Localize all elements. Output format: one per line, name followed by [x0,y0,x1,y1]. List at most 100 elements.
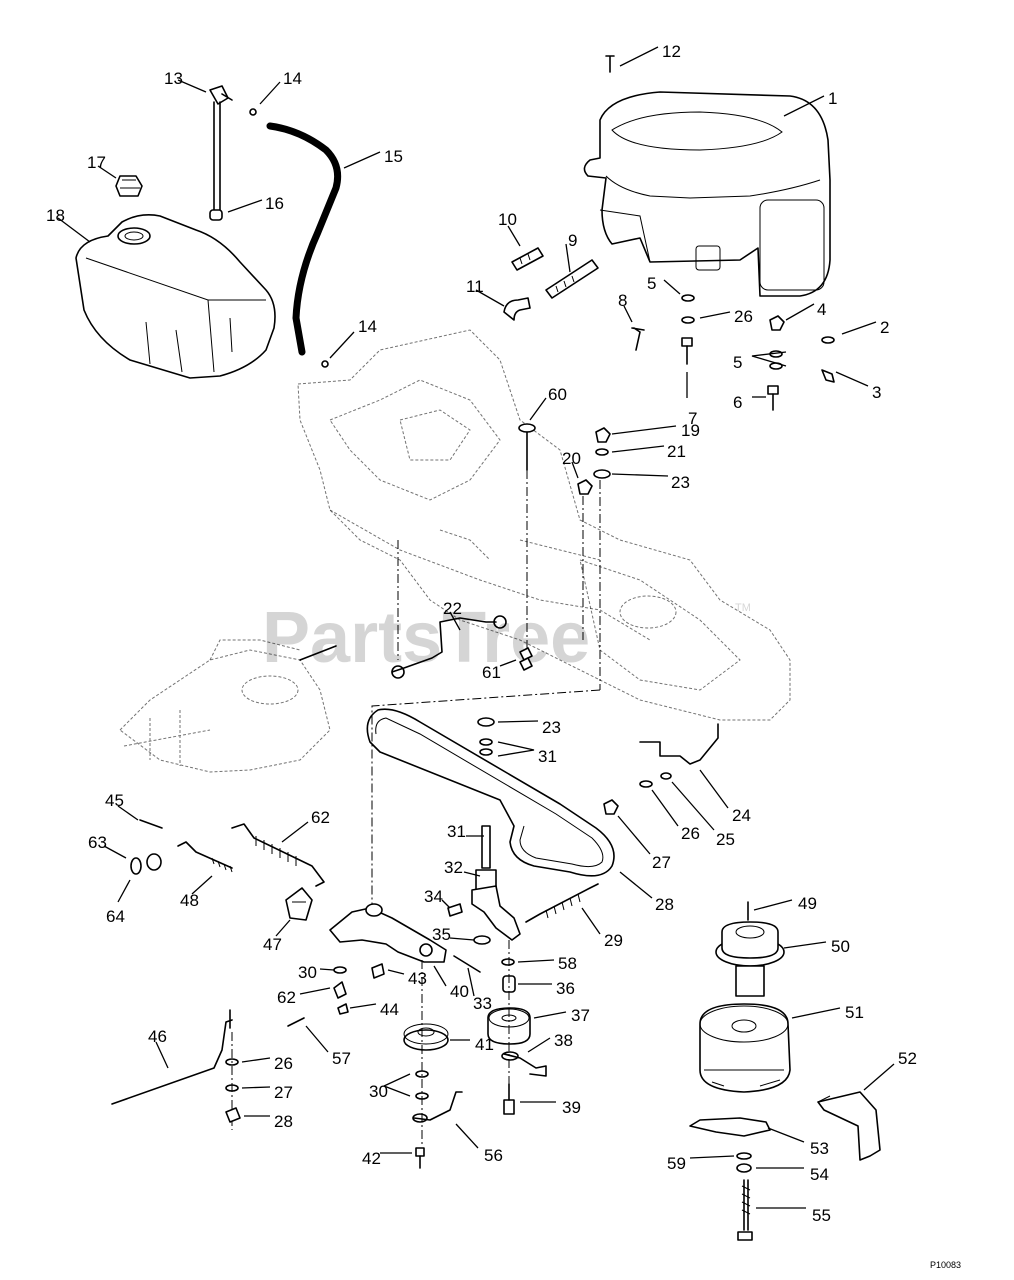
washer[interactable] [225,1058,239,1066]
drive-belt[interactable] [366,708,615,877]
pipe-nipple[interactable] [545,259,599,299]
fuel-line-clamp[interactable] [249,108,257,116]
callout-36: 36 [556,979,575,998]
engine-mount-bolt[interactable] [681,337,693,365]
idler-rod[interactable] [391,615,507,679]
idler-pivot-bracket[interactable] [471,825,521,941]
callout-16: 16 [265,194,284,213]
washer[interactable] [736,1152,752,1160]
tractor-frame [297,329,791,721]
callout-63: 63 [88,833,107,852]
flat-washer[interactable] [593,469,611,479]
callout-45: 45 [105,791,124,810]
callout-53: 53 [810,1139,829,1158]
nut[interactable] [769,315,785,331]
callout-17: 17 [87,153,106,172]
washer[interactable] [501,958,515,966]
bushing[interactable] [146,853,162,871]
bolt[interactable] [767,385,779,411]
short-pipe-nipple[interactable] [511,247,544,271]
callout-58: 58 [558,954,577,973]
callout-11: 11 [466,277,484,296]
washer[interactable] [225,1084,239,1092]
brake-rod[interactable] [639,723,719,765]
callout-34: 34 [424,887,443,906]
washer[interactable] [681,294,695,302]
screw[interactable] [821,369,835,383]
engine-pulley[interactable] [715,921,785,997]
pto-clutch[interactable] [699,1003,791,1093]
callout-28: 28 [274,1112,293,1131]
figure-reference: P10083 [930,1260,961,1270]
washer[interactable] [479,738,493,746]
nut[interactable] [595,427,611,443]
washer[interactable] [660,772,672,780]
cotter-pin[interactable] [287,1017,305,1027]
anti-rotation-strap[interactable] [689,1117,771,1137]
callout-18: 18 [46,206,65,225]
spring[interactable] [333,981,347,999]
callout-6: 6 [733,393,742,412]
washer[interactable] [130,857,142,875]
engine[interactable] [583,91,831,297]
callout-30: 30 [298,963,317,982]
engine-bolt[interactable] [605,55,615,73]
clutch-bracket[interactable] [817,1091,881,1161]
cotter-pin[interactable] [139,819,163,829]
bolt[interactable] [415,1147,425,1169]
clutch-bolt[interactable] [737,1179,753,1241]
callout-14: 14 [283,69,302,88]
clevis[interactable] [285,887,313,921]
idler-pulley[interactable] [403,1023,449,1051]
carriage-bolt[interactable] [518,423,536,471]
fuel-tank[interactable] [75,214,276,379]
washer[interactable] [681,316,695,324]
elbow-fitting[interactable] [503,297,531,321]
lock-nut[interactable] [519,657,533,671]
lock-nut[interactable] [519,647,533,661]
nut[interactable] [603,799,619,815]
flat-washer[interactable] [477,717,495,727]
nut[interactable] [337,1003,349,1015]
callout-48: 48 [180,891,199,910]
bolt[interactable] [447,903,463,917]
brake-rod[interactable] [111,1009,233,1105]
lock-nut[interactable] [225,1107,241,1123]
callout-37: 37 [571,1006,590,1025]
clutch-rod[interactable] [177,841,233,873]
grommet[interactable] [209,209,223,221]
nut[interactable] [577,479,593,495]
callout-27: 27 [652,853,671,872]
belt-keeper[interactable] [412,1091,463,1123]
callout-60: 60 [548,385,567,404]
washer[interactable] [479,748,493,756]
washer[interactable] [821,336,835,344]
fuel-line-clamp[interactable] [321,360,329,368]
callout-59: 59 [667,1154,686,1173]
callout-19: 19 [681,421,700,440]
callout-4: 4 [817,300,826,319]
callout-23: 23 [671,473,690,492]
idler-spring[interactable] [525,883,599,923]
idler-arm[interactable] [329,903,447,963]
washer[interactable] [736,1163,752,1173]
callout-49: 49 [798,894,817,913]
washer[interactable] [333,966,347,974]
washer[interactable] [595,448,609,456]
fuel-cap[interactable] [115,175,143,197]
callout-41: 41 [475,1035,494,1054]
watermark: PartsTree [262,598,590,678]
fuel-line[interactable] [266,122,342,356]
bolt[interactable] [371,963,385,979]
callout-43: 43 [408,969,427,988]
callout-14: 14 [358,317,377,336]
flat-washer[interactable] [473,935,491,945]
engine-screw[interactable] [631,327,645,351]
callout-62: 62 [277,988,296,1007]
callout-26: 26 [681,824,700,843]
belt-guide[interactable] [501,1051,547,1077]
fuel-pickup-tube[interactable] [209,85,233,211]
extension-spring[interactable] [231,823,325,887]
shoulder-bolt[interactable] [453,955,481,973]
washer[interactable] [639,780,653,788]
